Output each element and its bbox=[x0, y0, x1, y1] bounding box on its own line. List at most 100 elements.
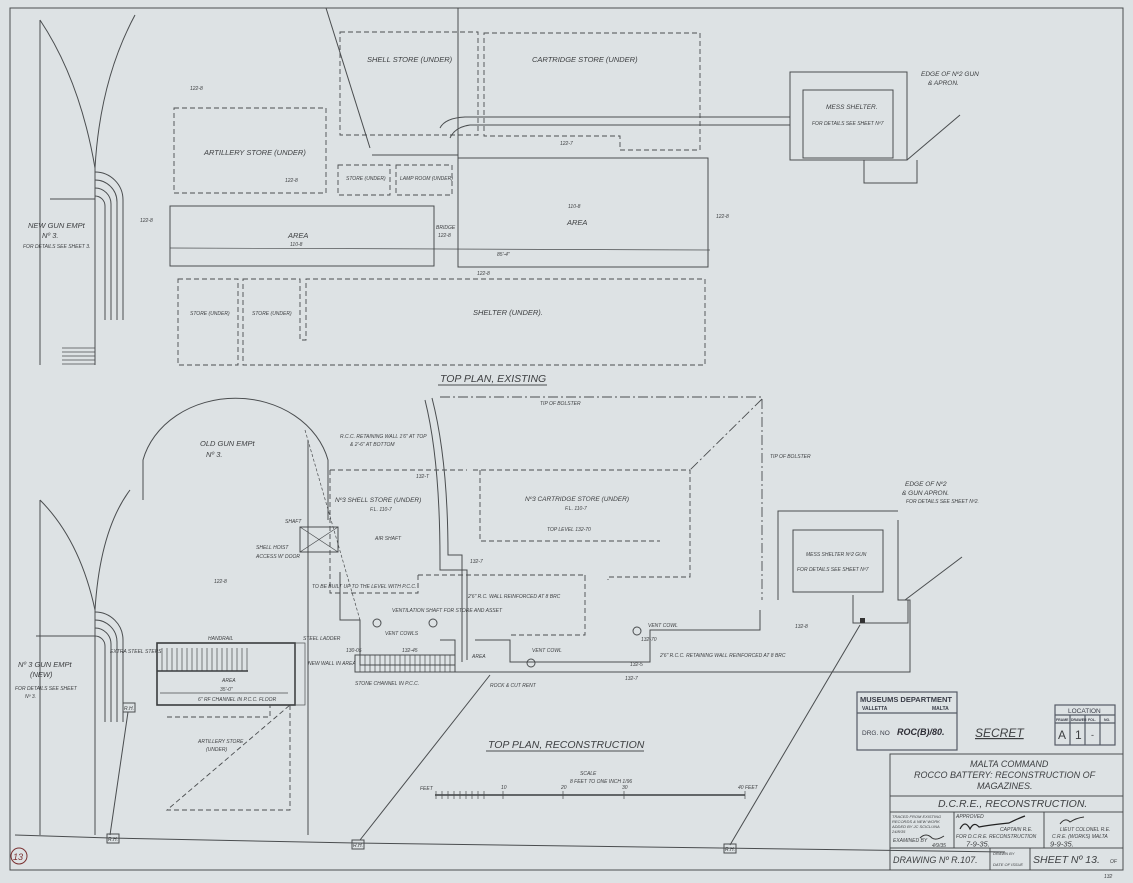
cartridge-store-outline bbox=[473, 469, 691, 580]
marker-box bbox=[106, 833, 120, 844]
classification: SECRET bbox=[975, 726, 1025, 740]
label: (UNDER) bbox=[206, 747, 227, 753]
lamp-room-outline bbox=[395, 164, 453, 196]
vent-cowl-icon bbox=[428, 618, 438, 628]
artillery-store-outline bbox=[165, 704, 291, 811]
title-line-3: MAGAZINES. bbox=[977, 781, 1033, 791]
label: 2'6" R.C.C. RETAINING WALL REINFORCED AT… bbox=[659, 653, 786, 659]
tip-of-bolster-outline bbox=[440, 396, 763, 600]
label: STONE CHANNEL IN P.C.C. bbox=[355, 681, 419, 687]
boundary-wall bbox=[455, 520, 911, 673]
label: FOR DETAILS SEE SHEET 3. bbox=[23, 244, 90, 250]
label: Nº3 SHELL STORE (UNDER) bbox=[335, 497, 421, 504]
approved-role: CAPTAIN R.E. bbox=[1000, 827, 1032, 833]
marker: R.H. bbox=[725, 847, 735, 853]
area-reconstruction: AREA HANDRAIL EXTRA STEEL STEPS NEW WALL… bbox=[110, 636, 356, 706]
label: Nº 3. bbox=[206, 450, 223, 459]
date-of-issue: DATE OF ISSUE bbox=[993, 862, 1023, 867]
level: 132-7 bbox=[470, 559, 483, 565]
label: VENT COWL bbox=[648, 623, 678, 629]
label: LAMP ROOM (UNDER) bbox=[400, 176, 453, 182]
label: AREA bbox=[471, 654, 486, 660]
drawing-number: DRAWING Nº R.107. bbox=[893, 855, 978, 865]
level: 132-5 bbox=[630, 662, 643, 668]
level: 122-8 bbox=[477, 271, 490, 277]
label: STORE (UNDER) bbox=[346, 176, 386, 182]
level: 132-70 bbox=[641, 637, 657, 643]
shell-store-outline bbox=[329, 469, 467, 594]
label: NEW GUN EMPt bbox=[28, 221, 86, 230]
shelter-outline bbox=[242, 278, 706, 366]
label: STORE (UNDER) bbox=[252, 311, 292, 317]
marker-box bbox=[351, 839, 365, 850]
label: SHAFT bbox=[285, 519, 302, 525]
steps-block bbox=[354, 654, 456, 673]
location-stamp: LOCATION FRAME DRAWER FOL. NO. A 1 - bbox=[1054, 704, 1116, 746]
level: 132-T bbox=[416, 474, 430, 480]
vent-cowl-icon bbox=[632, 626, 642, 636]
label: 2'6" R.C. WALL REINFORCED AT 8 BRC bbox=[467, 594, 561, 600]
corner-mark-circle bbox=[10, 847, 28, 865]
cre-signature bbox=[1059, 816, 1085, 825]
label: ACCESS W' DOOR bbox=[255, 554, 300, 560]
corner-mark: 13 bbox=[13, 852, 23, 862]
label: MESS SHELTER Nº2 GUN bbox=[806, 552, 867, 558]
dotted-line bbox=[304, 429, 361, 621]
plan-title-existing: TOP PLAN, EXISTING bbox=[440, 373, 546, 385]
label: (NEW) bbox=[30, 670, 53, 679]
level: 122-8 bbox=[285, 178, 298, 184]
examined-date: 4/9/35 bbox=[932, 843, 946, 849]
artillery-store-outline bbox=[173, 107, 327, 194]
boundary-line bbox=[325, 7, 371, 149]
label: FOR DETAILS SEE SHEET Nº2. bbox=[906, 499, 979, 505]
shell-store-outline bbox=[339, 31, 479, 136]
label: AREA bbox=[221, 678, 236, 684]
shaft-marker bbox=[860, 618, 865, 623]
label: STEEL LADDER bbox=[303, 636, 341, 642]
label: 6" RF CHANNEL IN P.C.C. FLOOR bbox=[198, 697, 277, 703]
marker-box bbox=[723, 843, 737, 854]
label: NEW WALL IN AREA bbox=[308, 661, 356, 667]
examined-label: EXAMINED BY bbox=[893, 838, 928, 844]
stamp-drg-label: DRG. NO bbox=[862, 730, 890, 737]
label: CARTRIDGE STORE (UNDER) bbox=[532, 55, 638, 64]
label: VENT COWLS bbox=[385, 631, 419, 637]
top-plan-existing: NEW GUN EMPt Nº 3. FOR DETAILS SEE SHEET… bbox=[23, 7, 979, 386]
label: TIP OF BOLSTER bbox=[540, 401, 581, 407]
label: Nº 3. bbox=[25, 694, 36, 700]
dimension: 85'-4" bbox=[497, 252, 510, 258]
label: & APRON. bbox=[928, 80, 959, 87]
examiner-signature bbox=[919, 834, 945, 840]
title-block: MALTA COMMAND ROCCO BATTERY: RECONSTRUCT… bbox=[889, 753, 1124, 871]
label: VENTILATION SHAFT FOR STORE AND ASSET bbox=[392, 608, 503, 614]
traced-note: TRACED FROM EXISTING RECORDS & NEW WORK … bbox=[892, 814, 942, 834]
label: HANDRAIL bbox=[208, 636, 234, 642]
label: Nº3 CARTRIDGE STORE (UNDER) bbox=[525, 496, 629, 503]
stamp-dept: MUSEUMS DEPARTMENT bbox=[860, 695, 952, 704]
vent-cowl-icon bbox=[526, 658, 536, 668]
dimension: 35'-0" bbox=[220, 687, 233, 693]
scale-label: 20 bbox=[560, 785, 567, 791]
label: AIR SHAFT bbox=[374, 536, 402, 542]
label: Nº 3. bbox=[42, 231, 59, 240]
area-right bbox=[457, 157, 709, 268]
label: SHELL STORE (UNDER) bbox=[367, 55, 453, 64]
label: ROCK & CUT RENT bbox=[490, 683, 537, 689]
location-header: FRAME bbox=[1056, 718, 1069, 722]
mess-shelter-existing: MESS SHELTER. FOR DETAILS SEE SHEET Nº7 … bbox=[789, 71, 979, 184]
title-line-1: MALTA COMMAND bbox=[970, 759, 1049, 769]
plan-title-reconstruction: TOP PLAN, RECONSTRUCTION bbox=[488, 739, 645, 751]
vent-cowl-icon bbox=[372, 618, 382, 628]
title-line-4: D.C.R.E., RECONSTRUCTION. bbox=[938, 798, 1087, 810]
level: 122-8 bbox=[140, 218, 153, 224]
label: EXTRA STEEL STEPS bbox=[110, 649, 162, 655]
label: FOR DETAILS SEE SHEET Nº7 bbox=[797, 567, 869, 573]
sheet-number: SHEET Nº 13. bbox=[1033, 854, 1100, 866]
store-outline bbox=[337, 164, 391, 196]
label: TOP LEVEL 132-70 bbox=[547, 527, 591, 533]
location-header: FOL. bbox=[1088, 718, 1096, 722]
marker: R.H. bbox=[124, 706, 134, 712]
scale-title: SCALE bbox=[580, 771, 597, 777]
drawn-by: DRAWN BY bbox=[993, 851, 1015, 856]
top-plan-reconstruction: OLD GUN EMPt Nº 3. Nº 3 GUN EMPt (NEW) F… bbox=[14, 396, 1006, 854]
